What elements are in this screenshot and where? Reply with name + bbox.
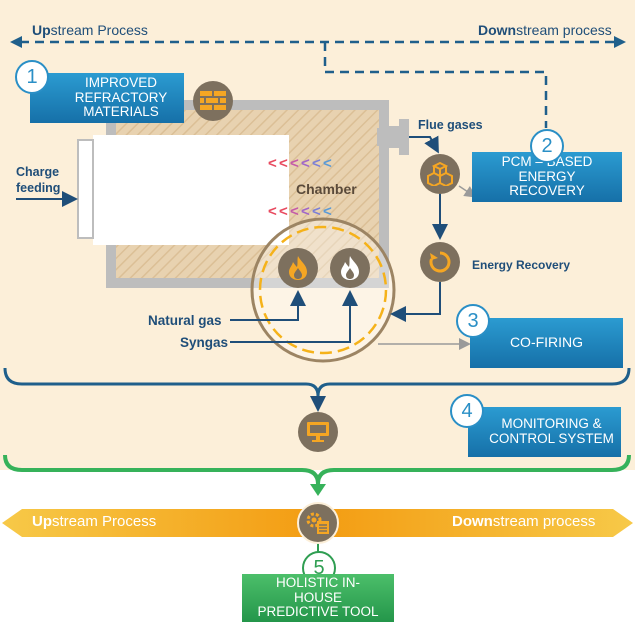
step-5-box: HOLISTIC IN-HOUSE PREDICTIVE TOOL bbox=[242, 574, 394, 622]
step-2-number: 2 bbox=[530, 129, 564, 163]
syngas-label: Syngas bbox=[180, 335, 229, 350]
svg-text:<: < bbox=[268, 203, 277, 220]
monitor-icon bbox=[298, 412, 338, 452]
svg-text:<: < bbox=[268, 155, 277, 172]
chamber-label: Chamber bbox=[296, 181, 357, 197]
top-upstream-label: Upstream Process bbox=[32, 22, 148, 38]
bricks-icon bbox=[193, 81, 233, 121]
svg-text:<: < bbox=[323, 155, 332, 172]
svg-text:<: < bbox=[279, 155, 288, 172]
svg-text:<: < bbox=[301, 203, 310, 220]
bottom-upstream-label: Upstream Process bbox=[32, 513, 157, 530]
boxes-icon bbox=[420, 154, 460, 194]
flue-gases-label: Flue gases bbox=[418, 118, 483, 132]
step-4-box: MONITORING & CONTROL SYSTEM bbox=[468, 407, 621, 457]
energy-recovery-label: Energy Recovery bbox=[472, 258, 571, 272]
svg-text:<: < bbox=[290, 155, 299, 172]
natural-gas-flame-icon bbox=[278, 248, 318, 288]
step-4-number: 4 bbox=[450, 394, 484, 428]
svg-text:<: < bbox=[290, 203, 299, 220]
furnace bbox=[77, 100, 409, 288]
svg-text:<: < bbox=[301, 155, 310, 172]
natural-gas-label: Natural gas bbox=[148, 313, 222, 328]
top-dashed-arrow bbox=[10, 36, 626, 128]
gear-document-icon bbox=[297, 502, 339, 544]
heat-chevrons: << << << << << << bbox=[268, 155, 332, 220]
svg-text:<: < bbox=[312, 203, 321, 220]
bottom-downstream-label: Downstream process bbox=[452, 513, 596, 530]
syngas-flame-icon bbox=[330, 248, 370, 288]
step-1-box: IMPROVED REFRACTORY MATERIALS bbox=[30, 73, 184, 123]
step-3-number: 3 bbox=[456, 304, 490, 338]
gas-feed-lines bbox=[230, 290, 358, 343]
svg-text:<: < bbox=[312, 155, 321, 172]
svg-text:<: < bbox=[279, 203, 288, 220]
top-downstream-label: Downstream process bbox=[478, 22, 612, 38]
step-3-box: CO-FIRING bbox=[470, 318, 623, 368]
svg-text:<: < bbox=[323, 203, 332, 220]
refresh-icon bbox=[420, 242, 460, 282]
charge-feeding-label: Charge feeding bbox=[16, 165, 61, 196]
step-1-number: 1 bbox=[15, 60, 49, 94]
flue-flow-lines bbox=[390, 135, 448, 322]
